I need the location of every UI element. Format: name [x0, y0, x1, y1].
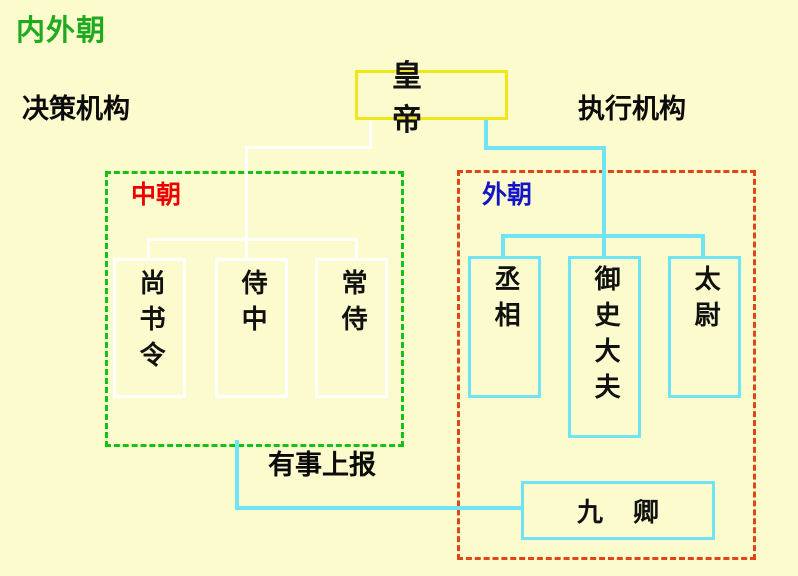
connector-outer-drop-1	[501, 234, 505, 257]
node-chengxiang[interactable]: 丞相	[468, 256, 541, 398]
node-taiwei-label: 太尉	[690, 265, 721, 337]
node-shangshuling[interactable]: 尚书令	[113, 258, 186, 398]
connector-emperor-inner-h1	[245, 146, 372, 149]
node-changshi-label: 常侍	[337, 269, 368, 341]
connector-inner-drop-1	[147, 238, 150, 259]
heading-decision-organ: 决策机构	[22, 94, 130, 125]
connector-inner-drop-3	[355, 238, 358, 259]
connector-outer-trunk	[602, 146, 606, 238]
node-shizhong[interactable]: 侍中	[215, 258, 288, 398]
connector-report-v	[235, 440, 239, 510]
connector-inner-branch-bar	[147, 238, 358, 241]
node-nine-ministers[interactable]: 九卿	[521, 481, 715, 540]
node-shangshuling-label: 尚书令	[135, 269, 166, 377]
connector-emperor-outer-h1	[484, 146, 606, 150]
node-shizhong-label: 侍中	[237, 269, 268, 341]
connector-emperor-inner-v1	[369, 118, 372, 149]
region-outer-court	[457, 170, 756, 560]
connector-emperor-outer-v1	[484, 118, 488, 150]
page-title: 内外朝	[16, 13, 107, 47]
annotation-report-note: 有事上报	[268, 450, 376, 481]
connector-inner-trunk	[245, 146, 248, 241]
region-label-outer-court: 外朝	[482, 180, 533, 209]
node-emperor-label: 皇帝	[392, 59, 456, 138]
node-nine-ministers-label: 九卿	[576, 498, 689, 528]
region-inner-court	[105, 171, 404, 447]
node-emperor[interactable]: 皇帝	[355, 59, 508, 138]
region-label-inner-court: 中朝	[131, 180, 182, 209]
node-changshi[interactable]: 常侍	[315, 258, 388, 398]
connector-report-h	[235, 506, 523, 510]
heading-execution-organ: 执行机构	[578, 94, 686, 125]
node-yushidafu[interactable]: 御史大夫	[568, 256, 641, 438]
node-yushidafu-label: 御史大夫	[590, 265, 621, 409]
node-chengxiang-label: 丞相	[490, 265, 521, 337]
connector-inner-drop-2	[245, 238, 248, 259]
connector-outer-drop-3	[701, 234, 705, 257]
connector-outer-drop-2	[602, 234, 606, 257]
node-taiwei[interactable]: 太尉	[668, 256, 741, 398]
